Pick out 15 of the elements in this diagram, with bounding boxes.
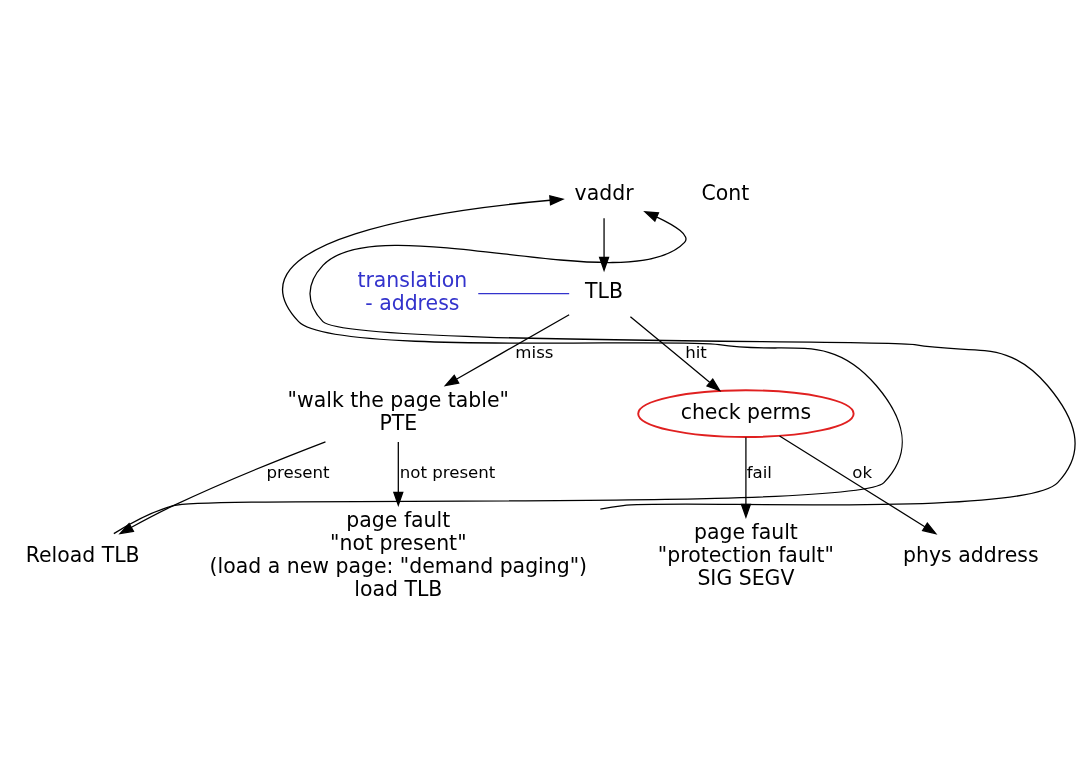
node-text: page fault "not present" (load a new page: "demand paging") load TLB (209, 508, 588, 602)
edge-label: present (266, 463, 330, 483)
edge-label: ok (852, 463, 873, 483)
node-text: TLB (585, 279, 624, 304)
node-text: vaddr (574, 180, 634, 205)
edge-label: hit (685, 342, 707, 362)
edge-label: fail (746, 463, 772, 483)
node-text: "walk the page table" PTE (287, 388, 510, 435)
edge-label: miss (515, 342, 554, 362)
node-text: page fault "protection fault" SIG SEGV (657, 519, 834, 590)
label: Cont (701, 180, 750, 205)
edge-label: not present (399, 463, 496, 483)
node-text: phys address (903, 542, 1039, 567)
node-text: Reload TLB (25, 542, 140, 567)
node-text: translation - address (357, 267, 468, 315)
